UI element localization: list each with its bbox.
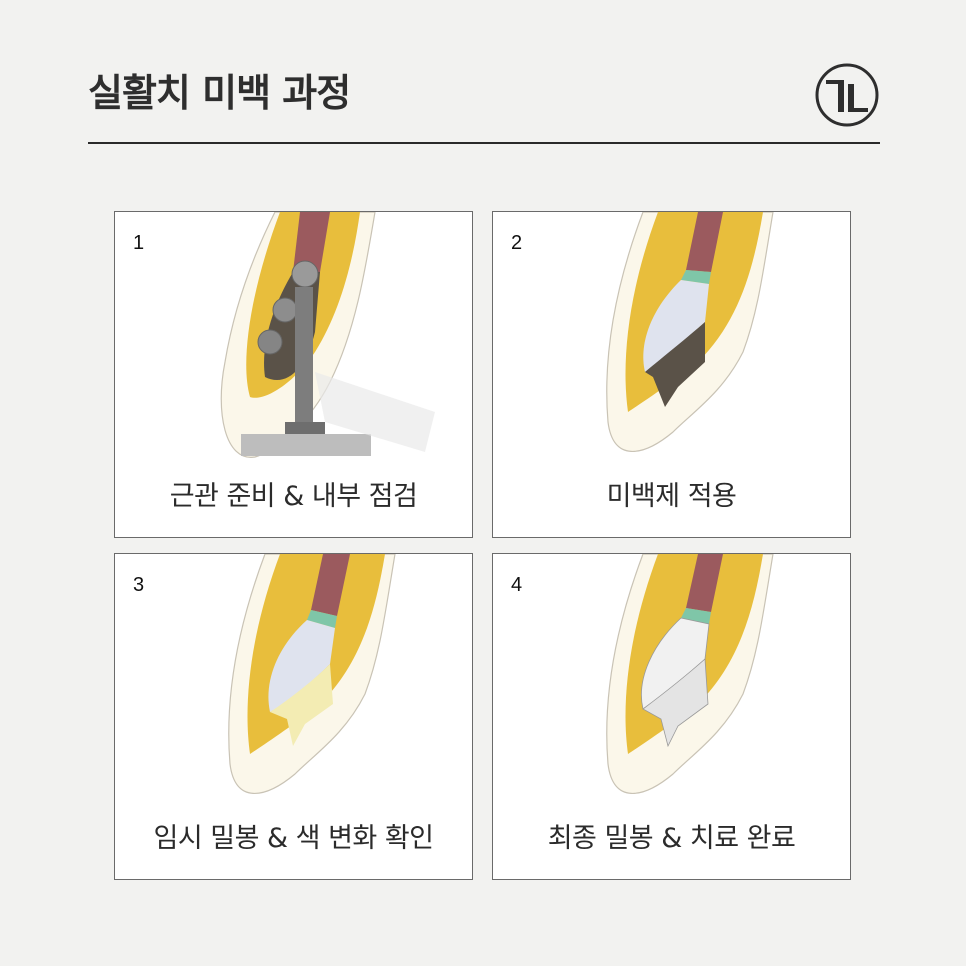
- tooth-temp-seal-illustration: [228, 554, 396, 794]
- step-panel-1: 1 근관 준비 & 내부 점검: [114, 211, 473, 538]
- tooth-drill-illustration: [220, 212, 435, 458]
- tooth-bleach-illustration: [606, 212, 774, 452]
- step-number: 2: [511, 232, 523, 254]
- tl-logo-icon: [815, 63, 879, 127]
- step-caption: 최종 밀봉 & 치료 완료: [547, 823, 796, 854]
- header-divider: [88, 142, 880, 144]
- page-title: 실활치 미백 과정: [88, 71, 351, 115]
- step-number: 4: [511, 574, 523, 596]
- step-caption: 근관 준비 & 내부 점검: [169, 481, 418, 512]
- step-number: 1: [133, 232, 145, 254]
- step-panel-3: 3 임시 밀봉 & 색 변화 확인: [114, 553, 473, 880]
- step-number: 3: [133, 574, 145, 596]
- step-caption: 미백제 적용: [606, 481, 737, 512]
- step-panel-2: 2 미백제 적용: [492, 211, 851, 538]
- step-caption: 임시 밀봉 & 색 변화 확인: [153, 823, 434, 854]
- step-panel-4: 4 최종 밀봉 & 치료 완료: [492, 553, 851, 880]
- tooth-final-restoration-illustration: [606, 554, 774, 794]
